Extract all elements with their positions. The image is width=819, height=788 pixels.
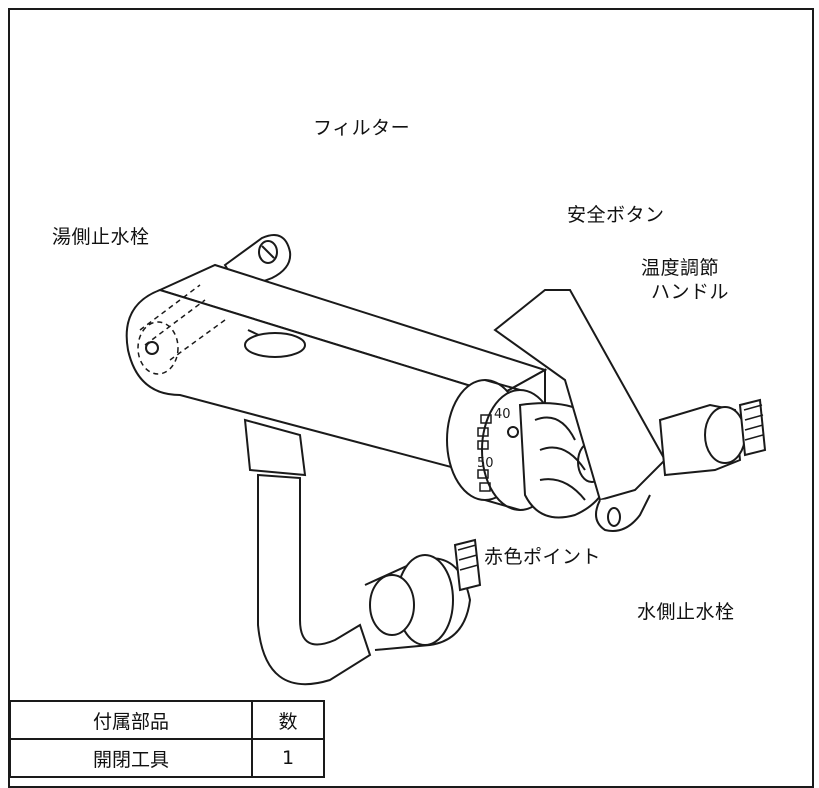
- label-safety-button: 安全ボタン: [567, 204, 665, 226]
- dial-mark-40: 40: [494, 407, 511, 422]
- accessory-parts-table: 付属部品 数 開閉工具 1: [9, 700, 325, 778]
- filter-cap: [145, 341, 159, 355]
- label-cold-stop-valve: 水側止水栓: [637, 601, 735, 623]
- cell-part-qty: 1: [251, 738, 325, 778]
- hot-inlet-pipe: [243, 329, 482, 686]
- header-accessory: 付属部品: [9, 700, 253, 740]
- label-filter: フィルター: [313, 117, 411, 139]
- cell-part-name: 開閉工具: [9, 738, 253, 778]
- label-temperature-handle-line2: ハンドル: [651, 281, 730, 303]
- label-red-point: 赤色ポイント: [484, 546, 602, 568]
- label-hot-stop-valve: 湯側止水栓: [52, 226, 150, 248]
- cold-inlet: [658, 398, 767, 477]
- label-temperature-handle-line1: 温度調節: [641, 257, 720, 279]
- filter-dashed-outline: [137, 284, 226, 375]
- safety-button: [507, 426, 519, 438]
- cold-bracket-arm: [493, 289, 667, 532]
- table-row: 開閉工具 1: [9, 738, 325, 778]
- dial-mark-50: 50: [477, 456, 494, 471]
- table-header-row: 付属部品 数: [9, 700, 325, 740]
- header-quantity: 数: [251, 700, 325, 740]
- temperature-dial: 40 50: [446, 379, 613, 519]
